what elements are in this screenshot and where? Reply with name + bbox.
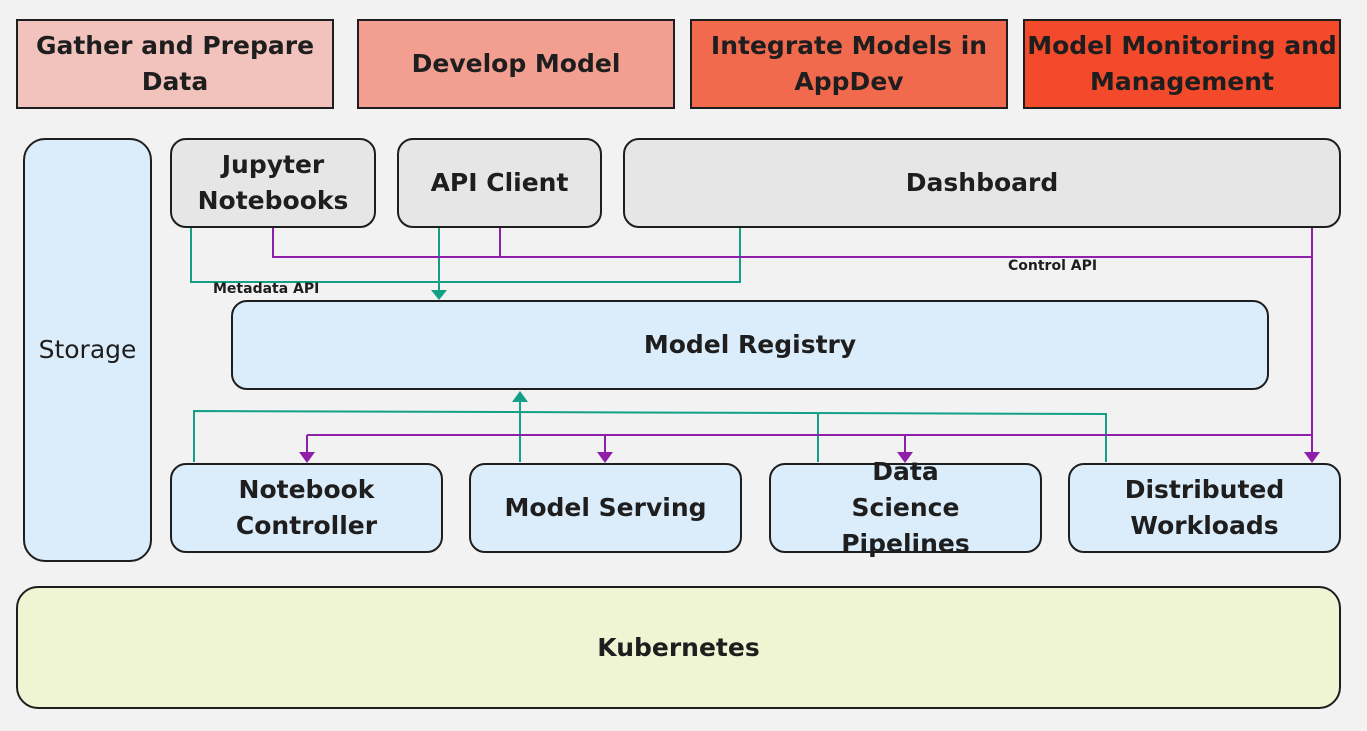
control-api-arrowheads bbox=[299, 452, 1320, 463]
storage-box: Storage bbox=[23, 138, 152, 562]
control-api-label: Control API bbox=[1008, 258, 1098, 274]
jupyter-notebooks-label: Jupyter Notebooks bbox=[197, 150, 349, 215]
kubernetes-label: Kubernetes bbox=[597, 632, 760, 662]
data-science-pipelines-label: Data Science Pipelines bbox=[841, 457, 970, 558]
distributed-workloads-box: Distributed Workloads bbox=[1068, 463, 1341, 553]
api-client-label: API Client bbox=[430, 168, 569, 197]
jupyter-notebooks-box: Jupyter Notebooks bbox=[170, 138, 376, 228]
kubernetes-box: Kubernetes bbox=[16, 586, 1341, 709]
storage-label: Storage bbox=[38, 335, 137, 364]
arrow-to-model-serving bbox=[597, 452, 613, 463]
control-api-lines bbox=[272, 228, 1313, 455]
phase-label: Integrate Models in AppDev bbox=[710, 31, 988, 96]
metadata-api-label: Metadata API bbox=[213, 281, 320, 297]
phase-label: Develop Model bbox=[411, 49, 621, 78]
distributed-workloads-label: Distributed Workloads bbox=[1124, 475, 1285, 540]
phase-model-monitoring: Model Monitoring and Management bbox=[1023, 19, 1341, 109]
data-science-pipelines-box: Data Science Pipelines bbox=[769, 457, 1042, 558]
model-serving-box: Model Serving bbox=[469, 463, 742, 553]
phase-label: Model Monitoring and Management bbox=[1027, 31, 1337, 96]
arrow-to-distributed bbox=[1304, 452, 1320, 463]
arrow-to-registry-bottom bbox=[512, 391, 528, 402]
phase-develop-model: Develop Model bbox=[357, 19, 675, 109]
dashboard-label: Dashboard bbox=[905, 168, 1059, 197]
notebook-controller-label: Notebook Controller bbox=[235, 475, 378, 540]
phase-gather-prepare-data: Gather and Prepare Data bbox=[16, 19, 334, 109]
arrow-to-notebook-controller bbox=[299, 452, 315, 463]
arrow-to-registry-top bbox=[431, 290, 447, 300]
model-serving-label: Model Serving bbox=[504, 493, 707, 522]
phase-label: Gather and Prepare Data bbox=[35, 31, 315, 96]
metadata-api-lines bbox=[190, 228, 1107, 462]
metadata-api-arrowheads bbox=[431, 290, 528, 402]
api-client-box: API Client bbox=[397, 138, 602, 228]
notebook-controller-box: Notebook Controller bbox=[170, 463, 443, 553]
phase-integrate-models: Integrate Models in AppDev bbox=[690, 19, 1008, 109]
arrow-to-pipelines bbox=[897, 452, 913, 463]
dashboard-box: Dashboard bbox=[623, 138, 1341, 228]
model-registry-label: Model Registry bbox=[643, 330, 857, 359]
model-registry-box: Model Registry bbox=[231, 300, 1269, 390]
